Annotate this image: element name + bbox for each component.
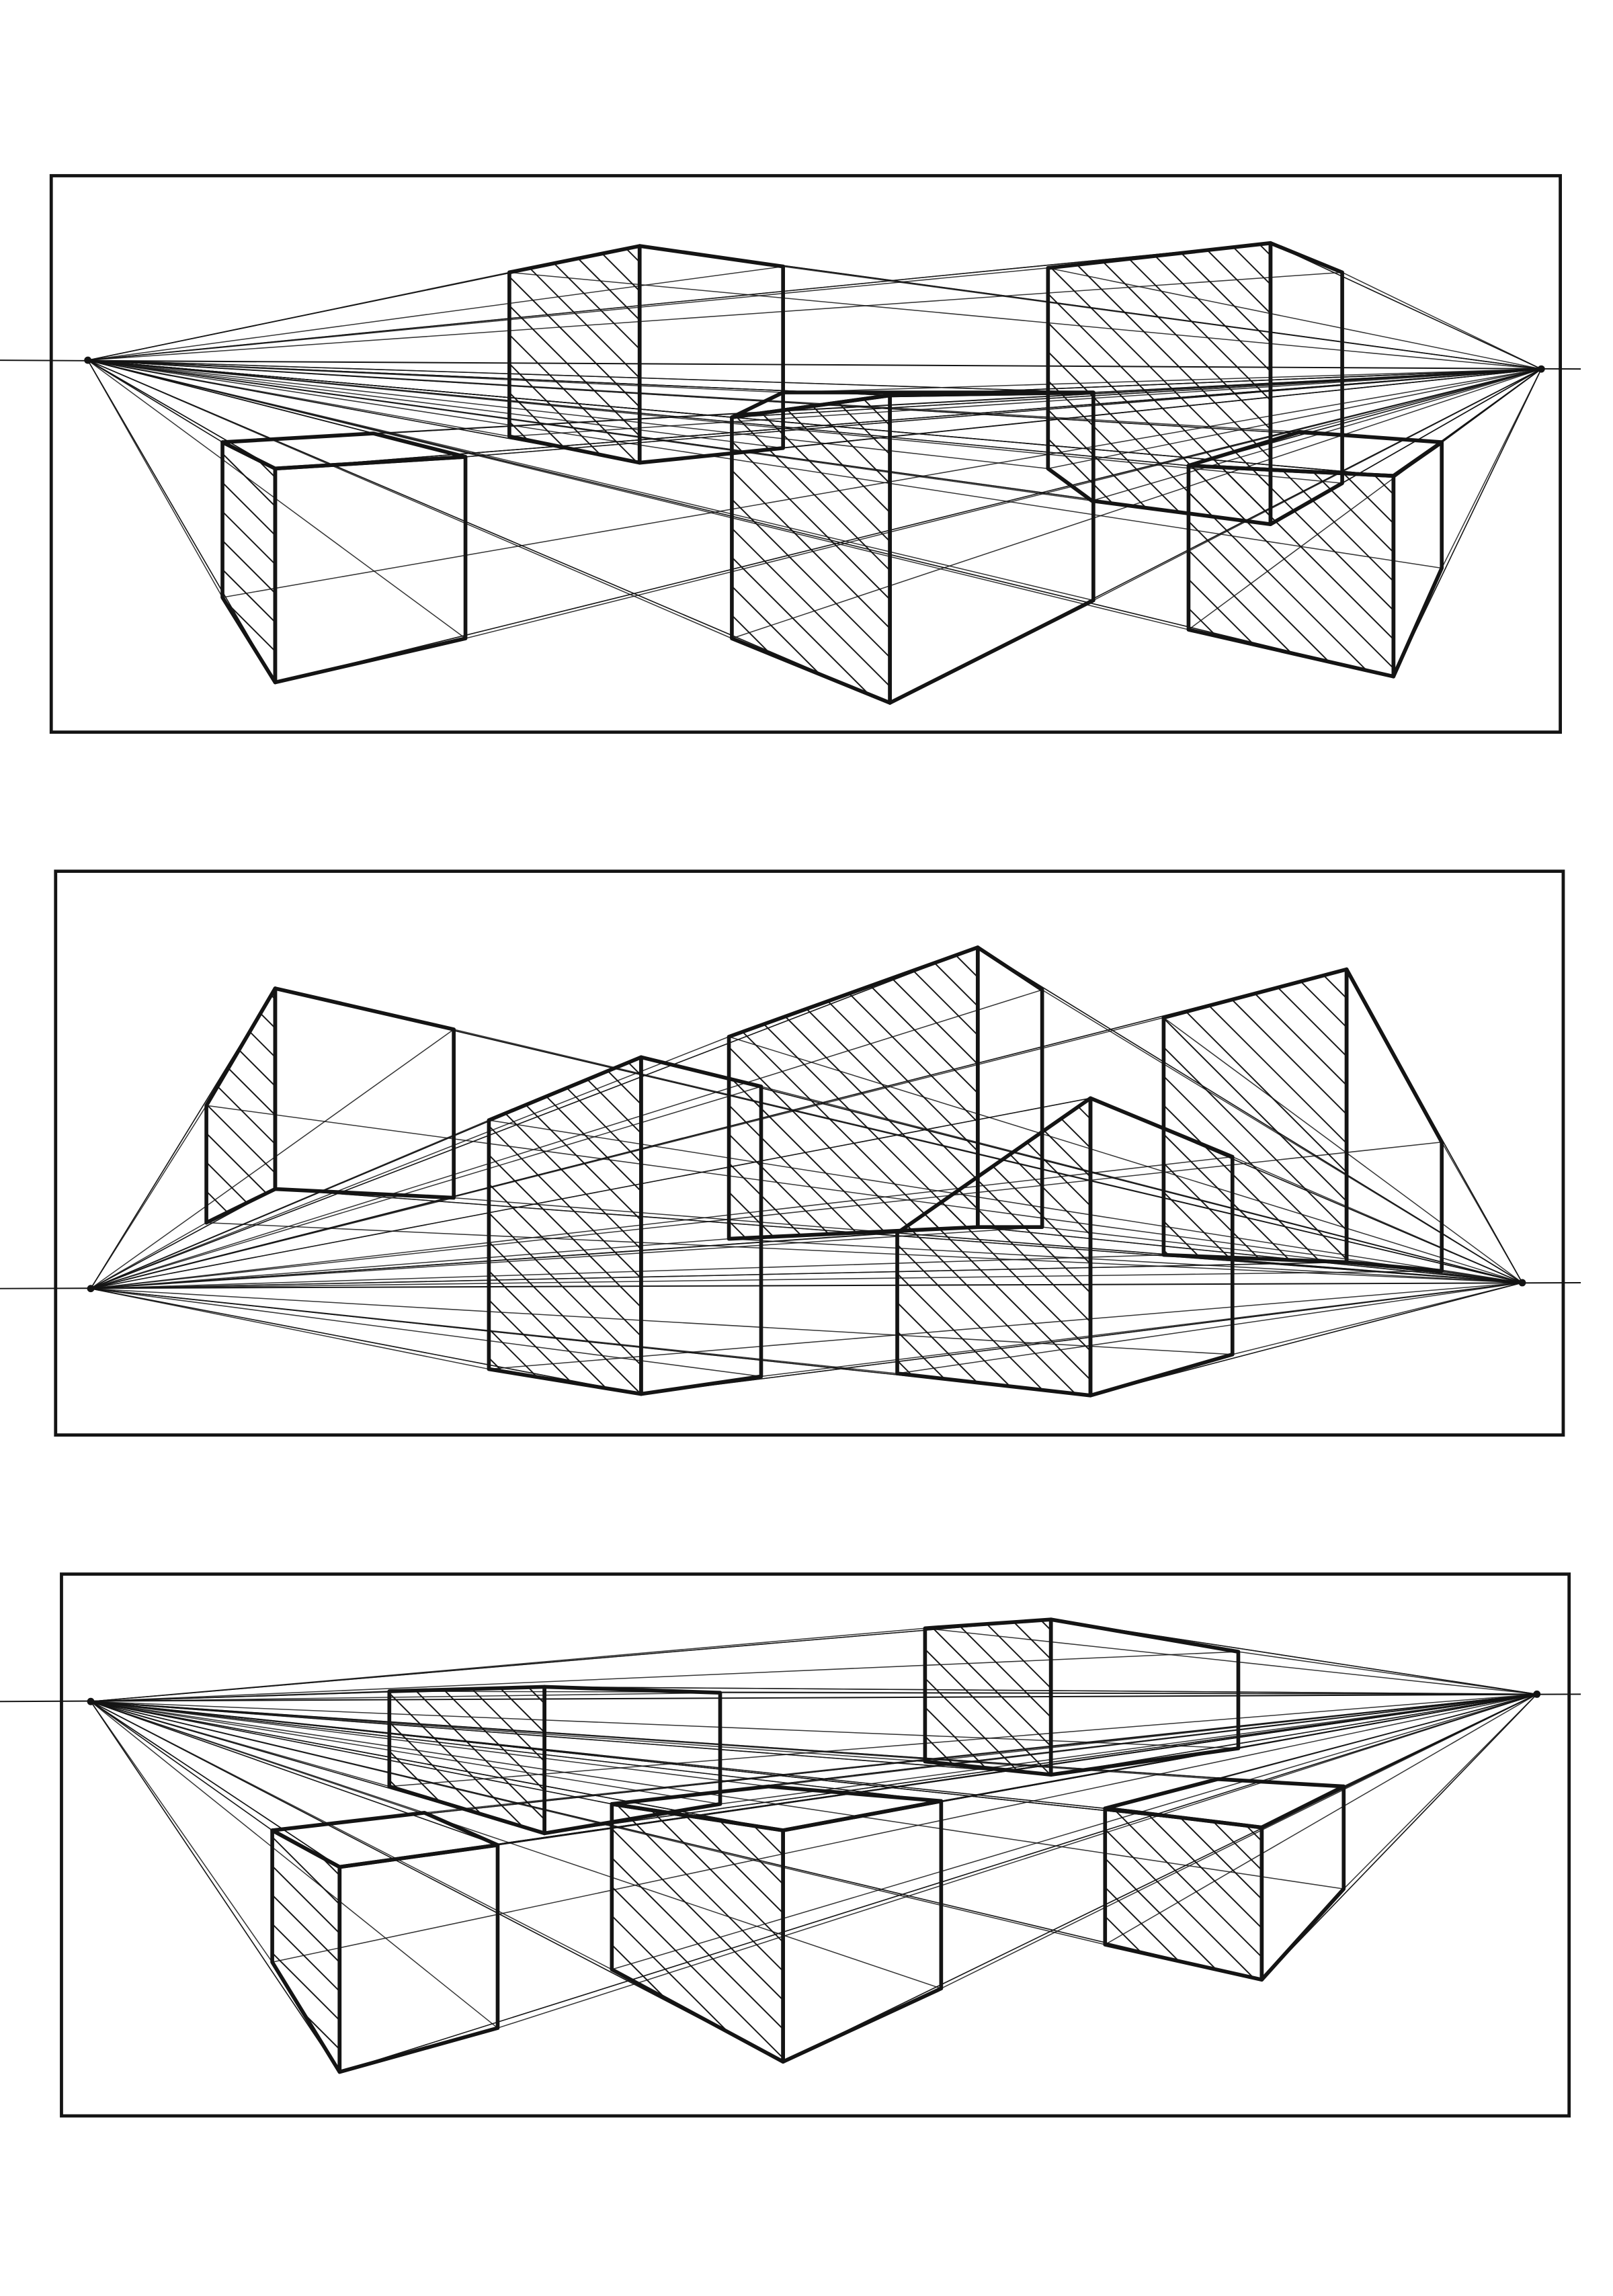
construction-line bbox=[90, 1701, 273, 1963]
horizon-line bbox=[0, 359, 1581, 370]
box-face bbox=[1344, 967, 1444, 1273]
box-face bbox=[1186, 430, 1444, 478]
construction-line bbox=[1441, 1142, 1523, 1283]
hatched-face bbox=[507, 244, 642, 465]
construction-line bbox=[90, 1701, 273, 1831]
construction-line bbox=[90, 1701, 942, 1990]
box-face bbox=[542, 1685, 722, 1836]
construction-line bbox=[729, 1238, 1523, 1283]
construction-line bbox=[1217, 1693, 1537, 1780]
construction-line bbox=[90, 1086, 761, 1289]
perspective-box bbox=[270, 1811, 500, 2074]
construction-line bbox=[87, 359, 223, 443]
hatched-face bbox=[1046, 241, 1273, 526]
vanishing-point bbox=[84, 356, 92, 364]
construction-line bbox=[1090, 1282, 1523, 1396]
construction-line bbox=[1270, 243, 1542, 370]
vanishing-point bbox=[1533, 1690, 1541, 1698]
construction-line bbox=[87, 359, 276, 470]
hatched-face bbox=[1161, 967, 1349, 1265]
vanishing-point bbox=[87, 1285, 95, 1293]
drawing-layer bbox=[0, 174, 1581, 2118]
construction-line bbox=[1341, 271, 1542, 370]
construction-line bbox=[1441, 368, 1542, 568]
box-face bbox=[1048, 1617, 1241, 1777]
drawing-panel-1 bbox=[0, 174, 1581, 734]
construction-line bbox=[1238, 1651, 1537, 1695]
construction-line bbox=[90, 1287, 761, 1377]
perspective-box bbox=[1161, 967, 1444, 1273]
construction-line bbox=[90, 1619, 1051, 1703]
vanishing-point bbox=[1537, 365, 1545, 373]
construction-line bbox=[90, 1287, 489, 1370]
construction-line bbox=[1299, 368, 1542, 433]
construction-line bbox=[87, 359, 784, 449]
perspective-box bbox=[1046, 241, 1344, 526]
construction-line bbox=[1261, 1693, 1538, 1980]
construction-line bbox=[90, 1701, 1262, 1828]
perspective-box bbox=[1186, 430, 1444, 679]
construction-line bbox=[465, 368, 1542, 458]
perspective-box bbox=[487, 1055, 763, 1396]
panel-frame bbox=[60, 1572, 1571, 2118]
construction-line bbox=[275, 368, 1542, 470]
construction-line bbox=[509, 368, 1542, 437]
box-face bbox=[270, 1811, 500, 1869]
panel-frame bbox=[54, 869, 1565, 1437]
construction-line bbox=[90, 1701, 340, 1868]
construction-line bbox=[87, 242, 1271, 361]
construction-line bbox=[720, 1692, 1537, 1695]
construction-line bbox=[272, 1693, 1537, 1963]
drawing-panel-3 bbox=[0, 1572, 1581, 2118]
construction-line bbox=[87, 265, 784, 361]
box-face bbox=[220, 431, 468, 471]
construction-line bbox=[91, 1261, 1347, 1289]
construction-line bbox=[1343, 1693, 1538, 1889]
box-face bbox=[273, 986, 456, 1200]
perspective-box bbox=[923, 1617, 1241, 1777]
perspective-box bbox=[204, 986, 456, 1225]
construction-line bbox=[339, 1693, 1537, 1868]
vanishing-point bbox=[1518, 1279, 1526, 1287]
perspective-box bbox=[610, 1784, 944, 2064]
perspective-box bbox=[1103, 1777, 1346, 1982]
construction-line bbox=[275, 368, 1542, 683]
construction-line bbox=[1050, 1693, 1537, 1775]
hatched-face bbox=[923, 1617, 1053, 1777]
construction-line bbox=[509, 271, 1542, 370]
construction-line bbox=[87, 359, 1094, 601]
box-face bbox=[1103, 1777, 1346, 1830]
construction-line bbox=[1163, 1254, 1523, 1283]
perspective-box bbox=[387, 1685, 722, 1836]
horizon-line bbox=[0, 1693, 1581, 1703]
construction-line bbox=[91, 1270, 1442, 1289]
box-face bbox=[639, 1055, 763, 1396]
construction-line bbox=[87, 359, 891, 396]
horizon-line bbox=[0, 1282, 1581, 1289]
construction-lines bbox=[90, 1619, 1538, 2073]
construction-line bbox=[90, 1701, 1051, 1775]
drawing-panel-2 bbox=[0, 869, 1581, 1437]
perspective-box bbox=[220, 431, 468, 685]
box-face bbox=[610, 1784, 944, 1832]
construction-line bbox=[90, 1701, 1344, 1787]
construction-line bbox=[1232, 1282, 1523, 1355]
construction-line bbox=[720, 1693, 1537, 1805]
construction-line bbox=[87, 359, 1271, 525]
construction-line bbox=[90, 1701, 498, 1846]
construction-line bbox=[90, 1701, 340, 2073]
construction-line bbox=[768, 1693, 1537, 1787]
panel-frame bbox=[49, 174, 1562, 734]
vanishing-point bbox=[87, 1697, 95, 1705]
construction-line bbox=[339, 1693, 1537, 2073]
construction-line bbox=[90, 968, 1347, 1289]
